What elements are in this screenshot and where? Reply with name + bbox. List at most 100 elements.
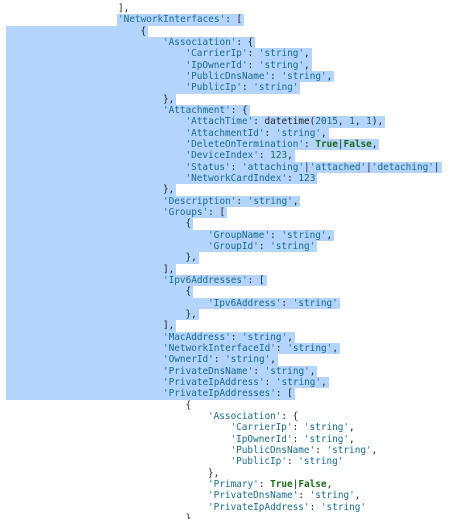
code-string: 'string' [264,365,310,377]
code-string: 'attaching' [241,161,305,173]
code-punct: , [292,195,299,207]
selection-highlight [6,376,329,389]
code-line: 'Association': { [208,411,298,422]
code-line: 'DeleteOnTermination': True|False, [186,139,378,150]
code-string: 'string' [309,490,355,502]
code-punct: ), [371,116,384,128]
code-string: 'Status' [185,161,231,173]
code-line: 'NetworkCardIndex': 123 [186,173,316,184]
code-punct: , [320,127,327,139]
code-line: }, [186,252,197,263]
code-line: 'IpOwnerId': 'string', [231,434,355,445]
selection-highlight [6,206,228,219]
code-line: 'NetworkInterfaces': [ [118,14,242,25]
code-string: 'string' [281,70,327,82]
selection-highlight [6,48,312,60]
code-string: 'string' [225,354,271,366]
code-keyword: True [315,138,338,150]
code-number: 1 [349,116,355,128]
code-punct: : [230,161,242,173]
code-punct: | [304,161,310,173]
code-line: 'PublicDnsName': 'string', [231,445,378,456]
selection-highlight [6,252,199,264]
code-line: 'PublicDnsName': 'string', [186,71,333,82]
code-line: 'Groups': [ [163,207,225,218]
code-punct: : [304,138,316,150]
code-string: 'string' [258,59,305,71]
code-string: 'IpOwnerId' [185,59,248,71]
code-string: 'string' [320,501,367,513]
code-punct: , [304,48,310,60]
code-punct: : datetime( [253,116,316,128]
selection-highlight [6,82,301,94]
code-line: 'Primary': True|False, [208,479,332,490]
code-punct: : [286,456,299,468]
code-punct: , [371,444,378,456]
code-string: 'string' [303,422,350,434]
selection-highlight [6,127,329,139]
code-string: 'NetworkCardIndex' [185,172,288,184]
code-punct: : [213,354,226,366]
code-string: 'string' [298,456,344,468]
code-line: 'PrivateIpAddresses': [ [163,388,293,399]
selection-highlight [6,331,295,343]
code-string: 'PublicIp' [230,456,287,468]
code-string: 'CarrierIp' [185,48,248,60]
code-line: 'Attachment': { [163,105,248,116]
code-punct: : [264,127,276,139]
code-line: 'IpOwnerId': 'string', [186,60,310,71]
code-punct: : [230,331,243,343]
code-punct: : { [230,104,248,116]
selection-highlight [6,138,380,151]
code-string: 'string' [326,444,372,456]
code-punct: : [241,82,254,94]
selection-highlight [6,184,177,196]
code-string: 'PrivateIpAddress' [163,376,265,388]
code-keyword: False [343,138,372,150]
code-punct: , [326,229,333,241]
code-punct: : [315,444,327,456]
code-punct: : [236,195,248,207]
code-string: 'PublicDnsName' [185,70,271,82]
code-line: 'CarrierIp': 'string', [186,48,310,59]
code-string: 'Ipv6Addresses' [163,274,248,286]
code-line: { [186,286,192,297]
code-string: 'PublicDnsName' [230,444,316,456]
code-string: 'CarrierIp' [230,422,293,434]
code-punct: | [337,138,344,150]
code-punct: : [270,229,282,241]
code-string: 'DeviceIndex' [185,150,259,162]
code-line: 'Status': 'attaching'|'attached'|'detach… [186,162,440,173]
code-string: 'Primary' [208,478,259,490]
selection-highlight [6,354,278,366]
code-line: ], [163,320,174,331]
selection-highlight [6,286,194,298]
code-string: 'string' [275,127,321,139]
code-punct: { [140,25,147,37]
selection-highlight [6,263,177,275]
code-punct: , [337,116,350,128]
code-punct: , [354,490,361,502]
selection-highlight [6,320,177,332]
code-line: 'CarrierIp': 'string', [231,422,355,433]
selection-highlight [6,150,295,162]
code-line: 'AttachmentId': 'string', [186,128,327,139]
code-string: 'AttachmentId' [185,127,265,139]
selection-highlight [6,93,177,105]
code-string: 'string' [303,433,350,445]
code-punct: : { [281,410,299,422]
code-line: 'NetworkInterfaceId': 'string', [163,343,338,354]
code-punct: : [292,433,304,445]
code-string: 'Groups' [163,206,209,218]
code-line: }, [163,94,174,105]
code-punct: }, [185,308,197,320]
code-string: 'string' [281,229,327,241]
code-punct: : [247,59,259,71]
code-string: 'IpOwnerId' [230,433,293,445]
code-number: 2015 [315,116,338,128]
code-punct: , [332,342,338,354]
selection-highlight [117,14,245,26]
code-punct: : [275,342,288,354]
code-punct: : { [236,36,254,48]
